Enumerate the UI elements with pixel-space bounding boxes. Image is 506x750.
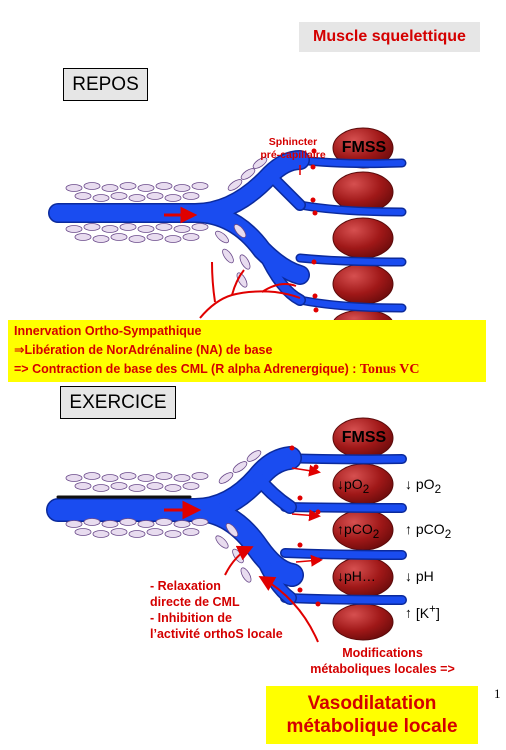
- param-pco2: ↑ pCO2: [405, 521, 452, 541]
- sphincter-label-line1: Sphincter: [268, 136, 318, 148]
- metabolic-modifications: Modifications métaboliques locales =>: [290, 645, 475, 677]
- down-arrow-icon: ↓: [405, 476, 416, 492]
- innervation-line2: ⇒Libération de NorAdrénaline (NA) de bas…: [14, 343, 273, 357]
- repos-arteriole: [48, 150, 310, 306]
- innervation-box: Innervation Ortho-Sympathique ⇒Libératio…: [8, 320, 486, 382]
- up-arrow-icon: ↑: [405, 521, 416, 537]
- param-k: ↑ [K+]: [405, 602, 440, 621]
- tonus-vc: Tonus VC: [359, 362, 420, 377]
- relax-line4: l’activité orthoS locale: [150, 627, 283, 641]
- up-arrow-icon: ↑: [405, 604, 416, 621]
- flow-arrow: [164, 500, 202, 520]
- fmss-label-repos: FMSS: [341, 139, 387, 156]
- page-title: Muscle squelettique: [299, 22, 480, 52]
- vaso-line1: Vasodilatation: [307, 693, 437, 714]
- sphincter-dots: [310, 148, 319, 313]
- section-label-exercice: EXERCICE: [60, 386, 176, 419]
- cell-label-ph: ↓pH…: [337, 568, 376, 584]
- innervation-line3: => Contraction de base des CML (R alpha …: [14, 362, 360, 376]
- relaxation-text: - Relaxation directe de CML - Inhibition…: [150, 578, 320, 642]
- muscle-fiber: [332, 263, 394, 305]
- repos-diagram: [48, 127, 407, 339]
- down-arrow-icon: ↓: [337, 476, 344, 492]
- modif-line1: Modifications: [342, 646, 423, 660]
- muscle-fiber: [332, 217, 394, 259]
- down-arrow-icon: ↓: [405, 568, 416, 584]
- param-ph: ↓ pH: [405, 568, 434, 584]
- relax-line2: directe de CML: [150, 595, 240, 609]
- relax-line1: - Relaxation: [150, 579, 221, 593]
- up-arrow-icon: ↑: [337, 521, 344, 537]
- param-po2: ↓ pO2: [405, 476, 442, 496]
- vasodilatation-box: Vasodilatation métabolique locale: [266, 686, 478, 744]
- sympathetic-nerve: [199, 261, 301, 319]
- page-number: 1: [494, 686, 501, 701]
- innervation-line1: Innervation Ortho-Sympathique: [14, 324, 202, 338]
- exercice-diagram: [46, 417, 407, 643]
- relax-line3: - Inhibition de: [150, 611, 232, 625]
- vaso-line2: métabolique locale: [286, 716, 458, 737]
- modif-line2: métaboliques locales =>: [310, 662, 455, 676]
- down-arrow-icon: ↓: [337, 568, 344, 584]
- cell-label-pco2: ↑pCO2: [337, 521, 380, 541]
- exercice-cml-cells: [65, 450, 262, 583]
- muscle-fiber: [332, 603, 394, 641]
- cell-label-po2: ↓pO2: [337, 476, 370, 496]
- flow-arrow: [164, 206, 198, 224]
- innervation-line3-wrap: => Contraction de base des CML (R alpha …: [14, 360, 480, 379]
- fmss-label-exercice: FMSS: [341, 429, 387, 446]
- exercice-muscle-fibers: [332, 417, 394, 641]
- sphincter-label: Sphincter pré-capillaire: [248, 136, 338, 162]
- section-label-repos: REPOS: [63, 68, 148, 101]
- sphincter-label-line2: pré-capillaire: [260, 149, 326, 161]
